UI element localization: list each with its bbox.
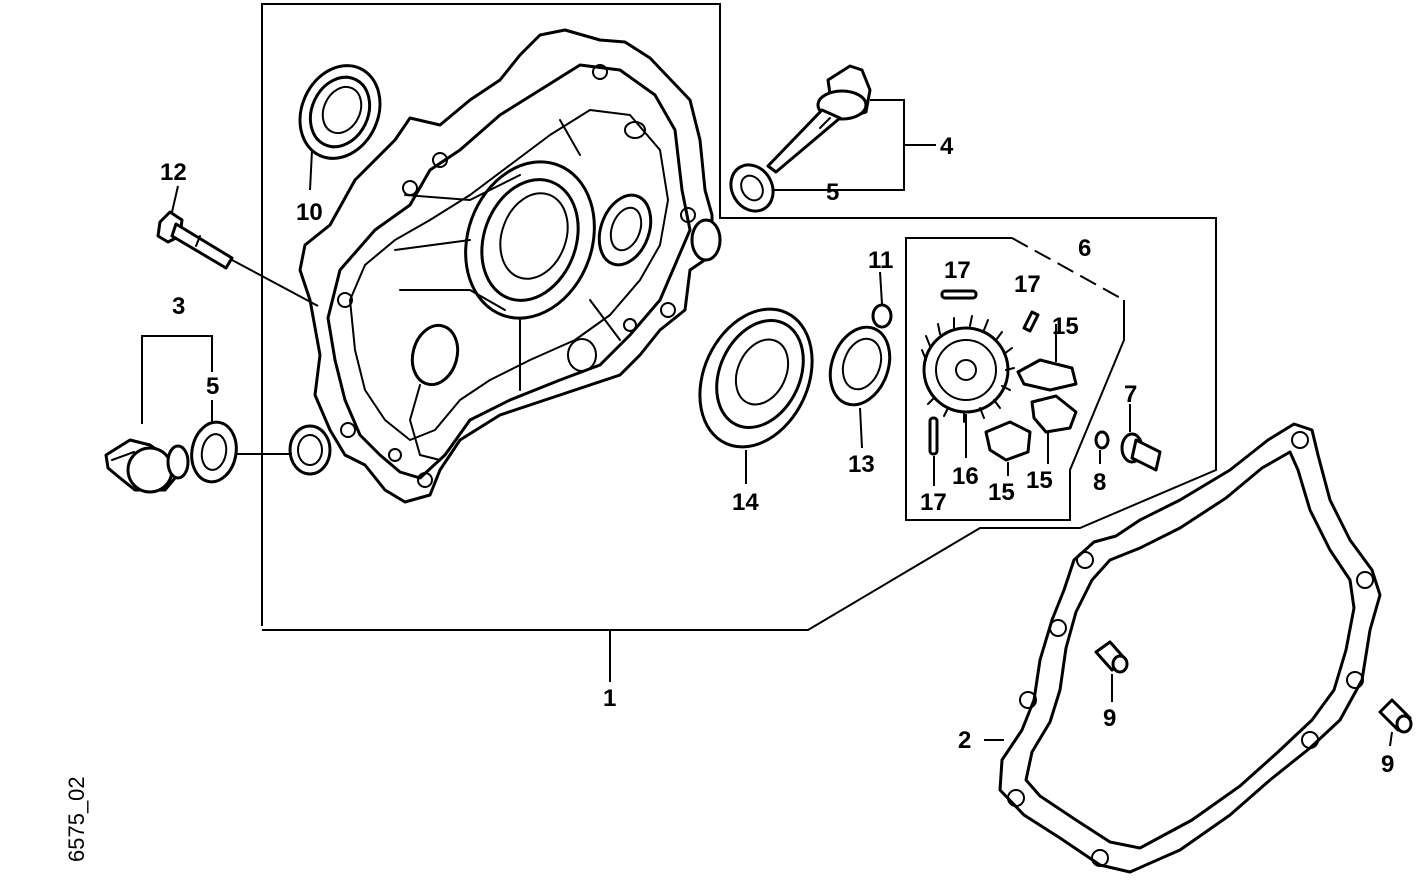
pin-17-top [940, 289, 978, 300]
callout-labels: 1 2 3 4 5 5 6 7 8 9 9 10 11 12 13 14 15 … [160, 133, 1394, 778]
callout-10: 10 [296, 199, 323, 226]
leader-lines [141, 99, 1393, 747]
spring-15-upper [1016, 358, 1078, 392]
oil-seal-10 [298, 64, 382, 160]
callout-6: 6 [1078, 235, 1091, 262]
governor-gear-16 [921, 315, 1015, 423]
callout-11: 11 [868, 247, 893, 274]
callout-13: 13 [848, 451, 875, 478]
callout-9-center: 9 [1103, 705, 1116, 732]
dowel-pin-9-center [1094, 640, 1129, 674]
callout-17-top: 17 [944, 257, 971, 284]
callout-16: 16 [952, 463, 979, 490]
callout-15-right: 15 [1026, 467, 1053, 494]
oil-seal-lower [288, 424, 332, 476]
callout-14: 14 [732, 489, 759, 516]
callout-9-right: 9 [1381, 751, 1394, 778]
callout-5-top: 5 [826, 179, 839, 206]
pin-17-vertical [928, 416, 939, 456]
callout-8: 8 [1093, 469, 1106, 496]
callout-15-top: 15 [1052, 313, 1079, 340]
washer-5-top [729, 163, 775, 213]
washer-5-left [190, 420, 238, 484]
callout-17-diag: 17 [1014, 271, 1041, 298]
spring-15-right [1030, 394, 1078, 434]
dipstick-4 [766, 64, 872, 174]
callout-17-bottom: 17 [920, 489, 947, 516]
callout-7: 7 [1124, 381, 1137, 408]
oil-filler-cap-3 [104, 438, 190, 494]
callout-5-left: 5 [206, 373, 219, 400]
ball-bearing-14 [698, 307, 814, 449]
washer-8 [1094, 430, 1110, 450]
callout-3: 3 [172, 293, 185, 320]
gasket-2 [998, 422, 1382, 874]
bolt-12 [156, 210, 234, 270]
pin-17-diag [1022, 310, 1040, 333]
spring-15-lower [984, 420, 1032, 462]
oil-pump-subassembly-frame [905, 237, 1125, 521]
drawing-code: 6575_02 [64, 776, 89, 862]
dowel-pin-9-right [1378, 698, 1413, 734]
callout-1: 1 [603, 685, 616, 712]
callout-15-bottom: 15 [988, 479, 1015, 506]
washer-11 [871, 303, 893, 329]
crankcase-cover [298, 28, 722, 504]
assembly-frame [261, 3, 1217, 631]
bolt-7 [1120, 432, 1162, 472]
ball-bearing-13 [828, 325, 892, 407]
callout-12: 12 [160, 159, 187, 186]
callout-2: 2 [958, 727, 971, 754]
callout-4: 4 [940, 133, 954, 160]
